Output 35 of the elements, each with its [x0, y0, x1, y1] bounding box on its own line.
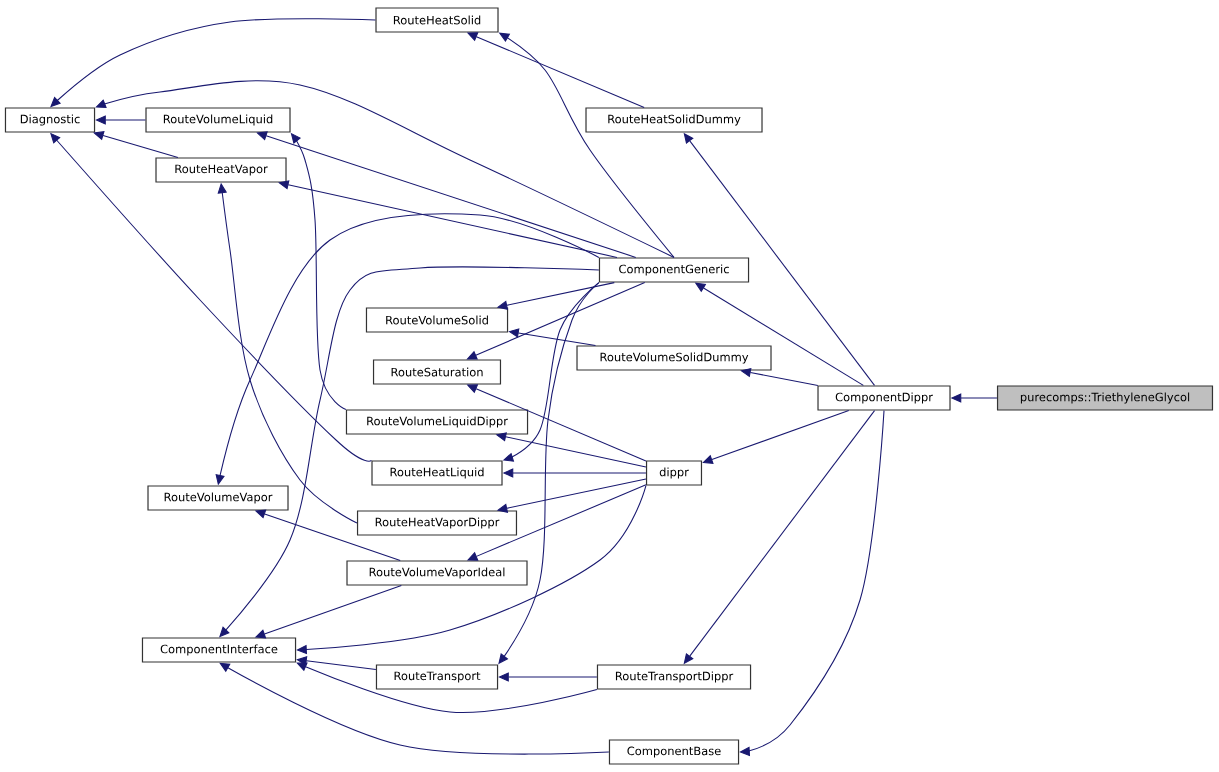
arrow — [50, 18, 376, 108]
arrow — [739, 410, 885, 757]
arrow — [278, 180, 618, 258]
class-box: RouteTransportDippr — [596, 664, 752, 690]
class-box: RouteHeatLiquid — [371, 460, 503, 486]
arrow — [219, 662, 610, 755]
class-box: ComponentGeneric — [598, 257, 750, 283]
class-box: RouteVolumeSolid — [365, 307, 509, 333]
class-box: RouteHeatSolidDummy — [585, 107, 763, 133]
arrow — [296, 662, 598, 714]
class-box: ComponentInterface — [141, 637, 297, 663]
class-box: RouteHeatSolid — [375, 7, 499, 33]
arrow — [95, 115, 146, 125]
class-box: RouteVolumeVapor — [147, 485, 289, 511]
arrow — [508, 328, 597, 346]
class-box: Diagnostic — [4, 107, 96, 133]
arrow — [296, 485, 647, 655]
class-box: RouteTransport — [375, 664, 499, 690]
class-box: dippr — [645, 460, 703, 486]
class-box: RouteVolumeLiquidDippr — [345, 409, 529, 435]
arrow — [296, 656, 377, 670]
class-box: ComponentDippr — [817, 385, 951, 411]
class-box: RouteVolumeSolidDummy — [576, 345, 772, 371]
class-box: purecomps::TriethyleneGlycol — [996, 385, 1214, 411]
class-box: ComponentBase — [608, 739, 740, 765]
arrow — [95, 80, 675, 258]
class-box: RouteHeatVaporDippr — [356, 510, 518, 536]
class-box: RouteHeatVapor — [155, 157, 287, 183]
class-box: RouteSaturation — [372, 359, 502, 385]
class-box: RouteVolumeVaporIdeal — [346, 560, 528, 586]
arrow — [702, 410, 850, 464]
arrow — [93, 131, 179, 158]
arrow — [498, 672, 598, 682]
arrow — [466, 282, 646, 360]
class-box: RouteVolumeLiquid — [145, 107, 291, 133]
